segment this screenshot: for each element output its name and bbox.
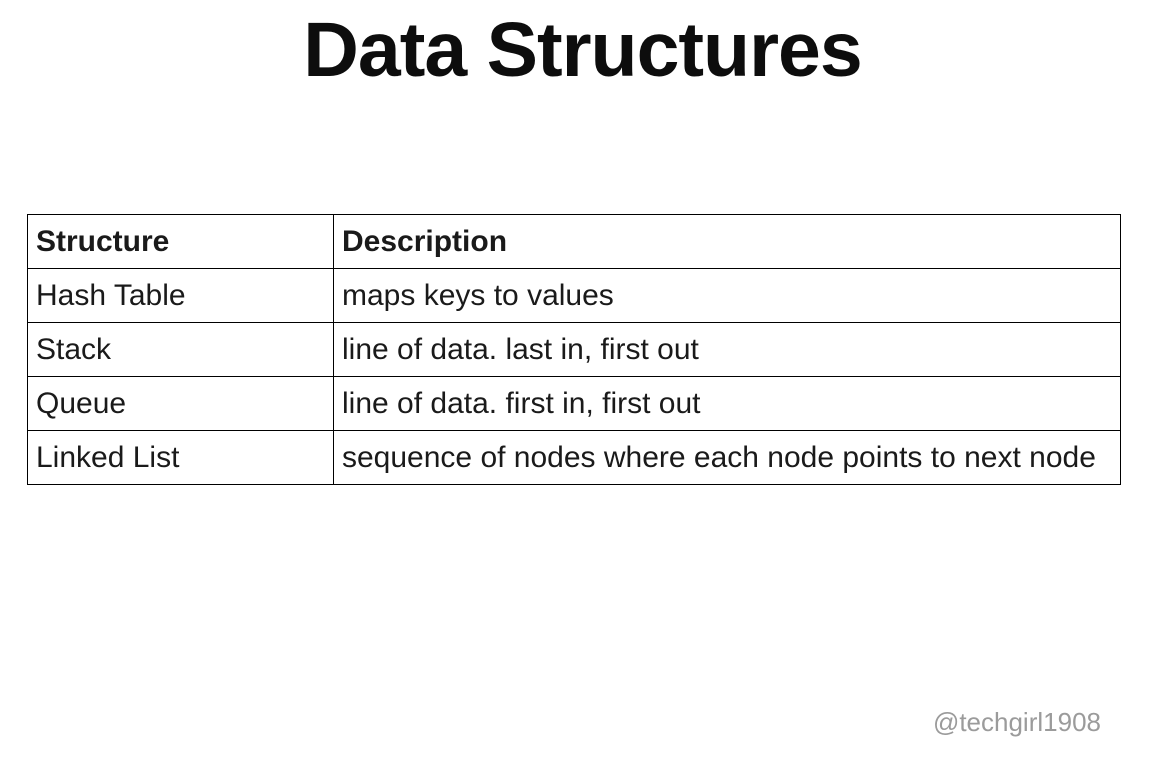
structure-cell: Hash Table bbox=[27, 268, 334, 323]
description-cell: line of data. first in, first out bbox=[333, 376, 1121, 431]
table-row: Stack line of data. last in, first out bbox=[27, 322, 1121, 377]
structure-cell: Stack bbox=[27, 322, 334, 377]
watermark: @techgirl1908 bbox=[932, 707, 1101, 737]
page-title: Data Structures bbox=[303, 7, 862, 93]
table-row: Queue line of data. first in, first out bbox=[27, 376, 1121, 431]
table-header-row: Structure Description bbox=[27, 214, 1121, 269]
data-structures-table: Structure Description Hash Table maps ke… bbox=[27, 214, 1121, 485]
table-row: Hash Table maps keys to values bbox=[27, 268, 1121, 323]
column-header-structure: Structure bbox=[27, 214, 334, 269]
structure-cell: Linked List bbox=[27, 430, 334, 485]
table-row: Linked List sequence of nodes where each… bbox=[27, 430, 1121, 485]
description-cell: sequence of nodes where each node points… bbox=[333, 430, 1121, 485]
description-cell: maps keys to values bbox=[333, 268, 1121, 323]
column-header-description: Description bbox=[333, 214, 1121, 269]
description-cell: line of data. last in, first out bbox=[333, 322, 1121, 377]
structure-cell: Queue bbox=[27, 376, 334, 431]
